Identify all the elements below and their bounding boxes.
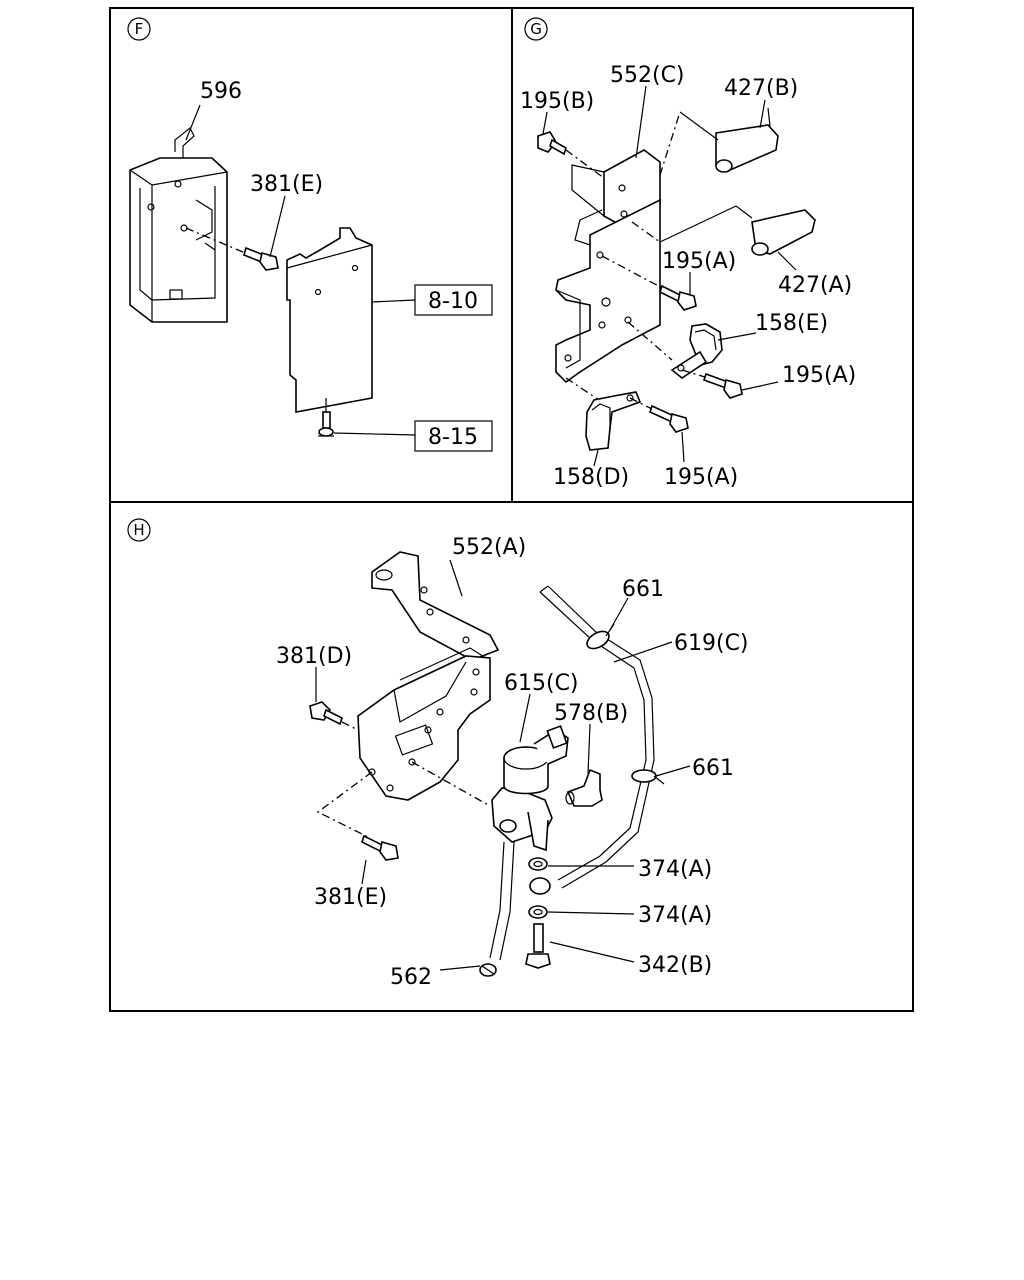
label-342b: 342(B) (638, 953, 712, 978)
screw-8-15 (318, 398, 334, 437)
svg-text:G: G (530, 20, 542, 38)
bracket-main-h (357, 647, 491, 801)
label-552a: 552(A) (452, 535, 526, 560)
clip-661-upper (586, 623, 615, 650)
label-158d: 158(D) (553, 465, 629, 490)
label-381e-h: 381(E) (314, 885, 387, 910)
ecu-module (286, 227, 373, 413)
bolt-381e-f (185, 227, 279, 271)
bolt-342b (525, 923, 551, 969)
bolt-195a-1 (601, 255, 697, 311)
label-195a-1: 195(A) (662, 249, 736, 274)
svg-text:F: F (135, 20, 144, 38)
label-661-upper: 661 (622, 577, 664, 602)
clamp-158d (565, 377, 642, 451)
section-h: H 552(A) (127, 518, 749, 990)
label-374a-upper: 374(A) (638, 857, 712, 882)
label-596: 596 (200, 79, 242, 104)
bracket-596 (129, 127, 228, 323)
label-381e-f: 381(E) (250, 172, 323, 197)
washer-374a-upper (528, 857, 548, 871)
section-f-marker: F (127, 17, 151, 41)
section-h-marker: H (127, 518, 151, 542)
label-578b: 578(B) (554, 701, 628, 726)
ref-box-8-10[interactable]: 8-10 (414, 284, 493, 316)
label-427a: 427(A) (778, 273, 852, 298)
valve-615c (411, 725, 569, 852)
label-661-lower: 661 (692, 756, 734, 781)
bolt-381e-h (316, 771, 399, 861)
label-619c: 619(C) (674, 631, 749, 656)
hose-427b (659, 107, 779, 176)
label-381d: 381(D) (276, 644, 352, 669)
label-562: 562 (390, 965, 432, 990)
connector-578b (565, 768, 603, 807)
bolt-195a-2 (681, 369, 743, 399)
bolt-195a-3 (629, 397, 689, 433)
washer-374a-lower (528, 905, 548, 919)
label-195a-3: 195(A) (664, 465, 738, 490)
section-frames (109, 7, 914, 1012)
hose-562 (479, 841, 515, 977)
section-g-marker: G (524, 17, 548, 41)
svg-text:8-15: 8-15 (428, 425, 478, 450)
label-427b: 427(B) (724, 76, 798, 101)
label-195b: 195(B) (520, 89, 594, 114)
bolt-195b (537, 131, 605, 179)
clip-661-lower (631, 769, 665, 785)
hose-427a (631, 205, 816, 256)
svg-text:H: H (133, 521, 144, 539)
bracket-main-g (555, 198, 661, 384)
ref-box-8-15[interactable]: 8-15 (414, 420, 493, 452)
label-158e: 158(E) (755, 311, 828, 336)
label-615c: 615(C) (504, 671, 579, 696)
bolt-381d (309, 701, 359, 731)
label-195a-2: 195(A) (782, 363, 856, 388)
bracket-552a (371, 551, 500, 661)
section-f: F 596 381(E) (127, 17, 493, 452)
label-552c: 552(C) (610, 63, 685, 88)
section-g: G 195(B) 552(C) (520, 17, 856, 490)
label-374a-lower: 374(A) (638, 903, 712, 928)
svg-text:8-10: 8-10 (428, 289, 478, 314)
clamp-158e (627, 321, 723, 379)
